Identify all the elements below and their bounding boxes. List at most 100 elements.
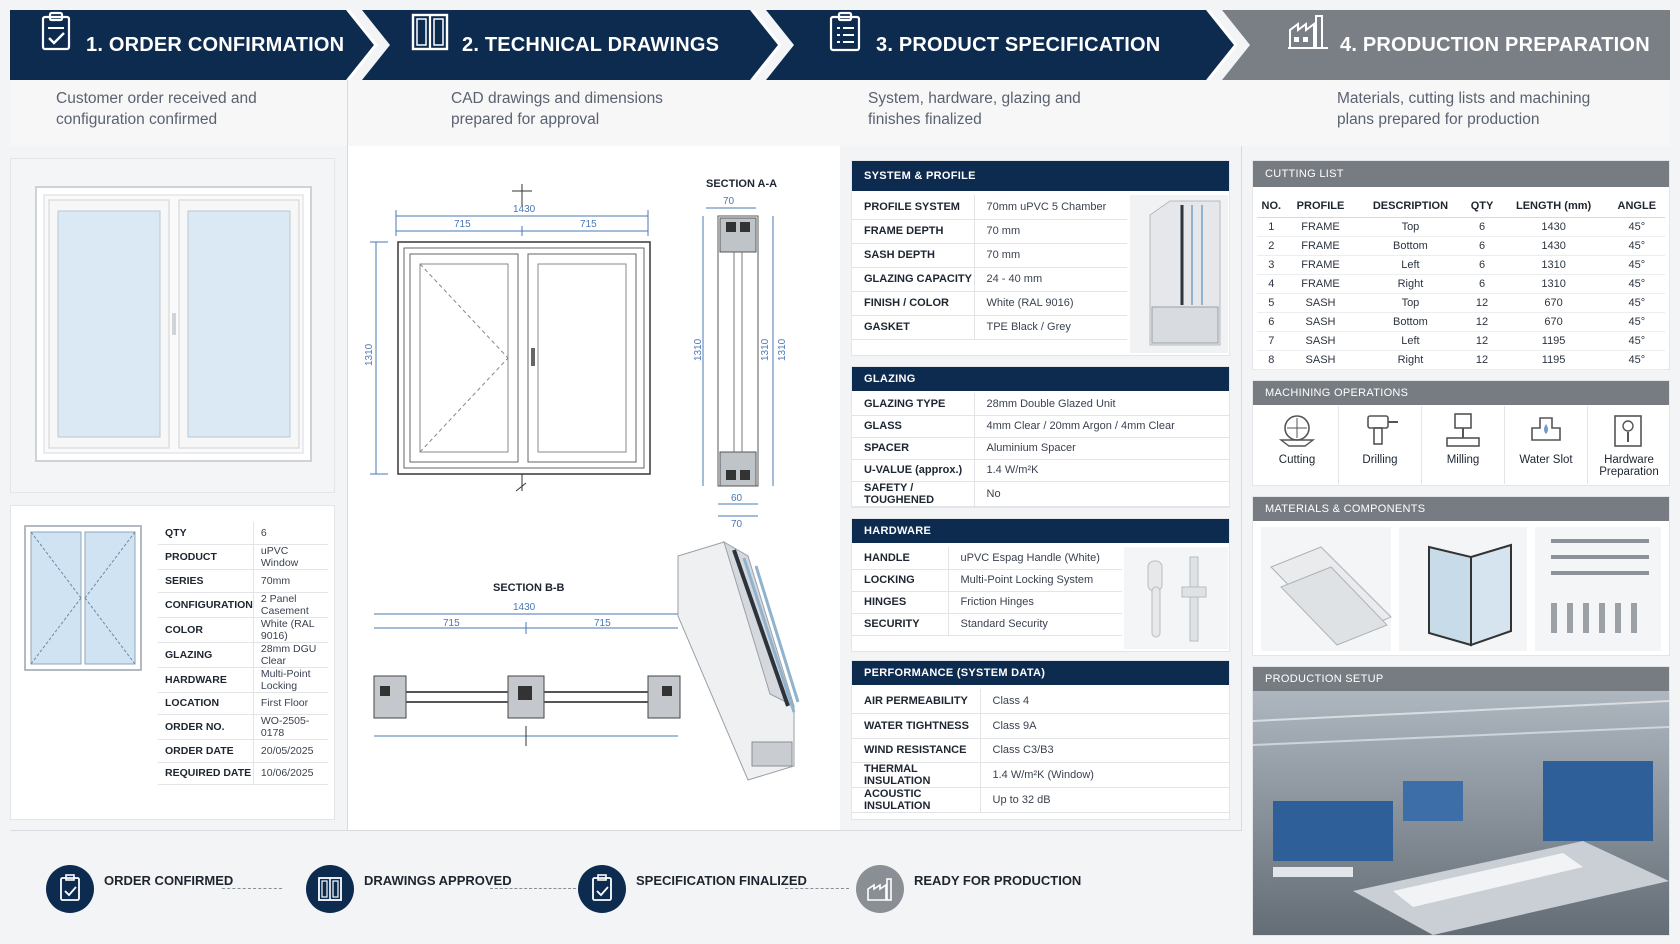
row-value: WO-2505-0178 (253, 714, 328, 740)
machining-op-label: Hardware Preparation (1599, 454, 1659, 478)
cutting-cell: Bottom (1355, 312, 1466, 332)
row-value: First Floor (253, 692, 328, 715)
row-value: Class 9A (980, 713, 1229, 739)
row-label: U-VALUE (approx.) (852, 459, 975, 482)
machining-op-cutting: Cutting (1256, 410, 1338, 476)
cutting-cell: 12 (1465, 293, 1499, 313)
hardware-header: HARDWARE (852, 519, 1229, 543)
row-label: HINGES (852, 591, 949, 614)
cutting-cell: 12 (1465, 312, 1499, 332)
row-label: GLAZING (158, 642, 254, 668)
cutting-cell: FRAME (1285, 217, 1356, 237)
row-value: Multi-Point Locking (253, 667, 328, 693)
clipboard-check-icon (41, 11, 71, 51)
machining-op-label: Water Slot (1519, 454, 1573, 466)
cutting-cell: Right (1355, 350, 1466, 370)
row-label: ACOUSTIC INSULATION (852, 787, 981, 813)
cutting-cell: FRAME (1285, 236, 1356, 256)
status-specification-finalized-marker (578, 865, 626, 913)
performance-section: PERFORMANCE (SYSTEM DATA) AIR PERMEABILI… (851, 660, 1230, 820)
status-bar (10, 830, 1242, 936)
table-row: U-VALUE (approx.)1.4 W/m²K (852, 459, 1229, 482)
materials-images (1261, 527, 1661, 651)
section-aa-drawing: SECTION A-A 70 1310 1310 1310 60 70 (693, 178, 788, 530)
cutting-cell: SASH (1285, 350, 1356, 370)
dim-half-width-left: 715 (454, 219, 471, 230)
dim-total-width: 1430 (513, 204, 536, 215)
window-illustration (35, 186, 312, 462)
row-value: Up to 32 dB (980, 787, 1229, 813)
row-label: ORDER DATE (158, 739, 254, 763)
machining-op-label: Milling (1446, 454, 1480, 466)
profile-corner-image (1130, 195, 1228, 353)
row-value: 28mm Double Glazed Unit (974, 393, 1229, 416)
dim-depth-bottom: 70 (731, 519, 743, 530)
row-value: Aluminium Spacer (974, 437, 1229, 460)
cutting-column-header: DESCRIPTION (1355, 195, 1466, 218)
cutting-cell: SASH (1285, 312, 1356, 332)
row-label: SERIES (158, 569, 254, 593)
row-label: SAFETY / TOUGHENED (852, 481, 975, 507)
row-label: AIR PERMEABILITY (852, 689, 981, 714)
row-label: GLASS (852, 415, 975, 438)
cutting-column-header: ANGLE (1608, 195, 1665, 218)
hardware-icon (1614, 415, 1642, 447)
production-setup-header: PRODUCTION SETUP (1253, 667, 1669, 691)
technical-drawings: 1430 715 715 1310 (364, 178, 800, 781)
machining-operations-header: MACHINING OPERATIONS (1253, 381, 1669, 405)
dim-half-width-right: 715 (580, 219, 597, 230)
cutting-cell: 1195 (1498, 350, 1609, 370)
factory-floor-image (1253, 691, 1669, 935)
row-value: 24 - 40 mm (974, 267, 1127, 292)
row-value: 70mm uPVC 5 Chamber (974, 195, 1127, 220)
row-value: 10/06/2025 (253, 762, 328, 785)
machining-operations-section: MACHINING OPERATIONS (1252, 380, 1670, 486)
cutting-cell: 6 (1465, 274, 1499, 294)
cutting-cell: 1310 (1498, 274, 1609, 294)
row-label: SASH DEPTH (852, 243, 975, 268)
dim-section-height-right: 1310 (777, 338, 788, 361)
handle-hinge-image (1124, 547, 1228, 649)
cutting-cell: 6 (1257, 312, 1286, 332)
op-divider (1587, 406, 1588, 484)
machining-op-label: Cutting (1278, 454, 1316, 466)
window-elevation (24, 525, 142, 671)
water-slot-icon (1531, 417, 1561, 441)
cutting-cell: 1 (1257, 217, 1286, 237)
section-bb-drawing: SECTION B-B 1430 715 715 (373, 582, 681, 746)
factory-icon (867, 878, 892, 901)
row-label: PROFILE SYSTEM (852, 195, 975, 220)
op-divider (1421, 406, 1422, 484)
row-label: GLAZING CAPACITY (852, 267, 975, 292)
column-divider (1241, 146, 1242, 830)
cutting-cell: 2 (1257, 236, 1286, 256)
cutting-cell: 12 (1465, 350, 1499, 370)
row-value: 6 (253, 522, 328, 545)
table-row: ORDER NO.WO-2505-0178 (158, 714, 328, 740)
step-chevron-1 (10, 10, 374, 80)
cutting-cell: 45° (1608, 293, 1665, 313)
cutting-cell: SASH (1285, 293, 1356, 313)
